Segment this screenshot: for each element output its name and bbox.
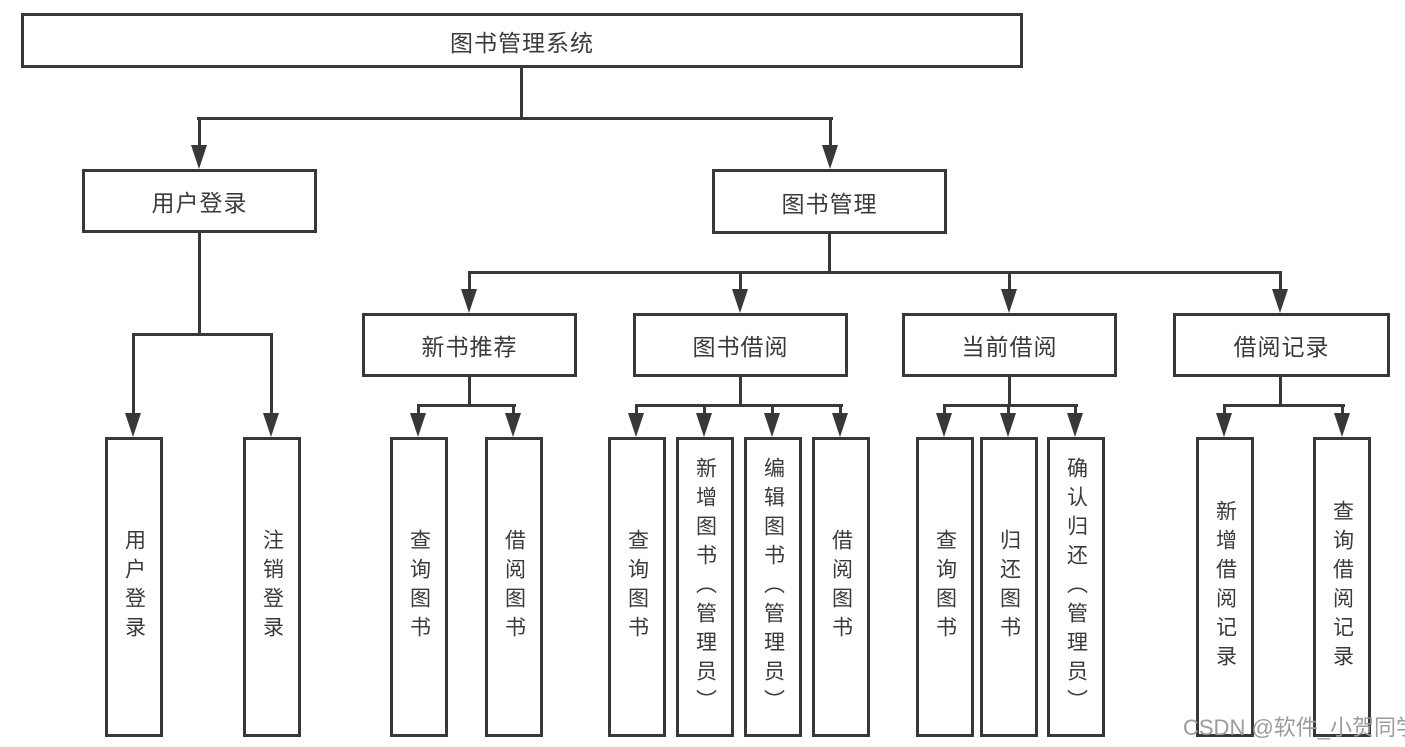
node-root: 图书管理系统 — [21, 13, 1023, 68]
leaf-query-borrow-record: 查询借阅记录 — [1313, 437, 1371, 737]
node-new-book-recommendation: 新书推荐 — [362, 313, 577, 377]
connector-stem — [635, 407, 638, 415]
connector-vline — [739, 377, 742, 407]
connector-stem — [417, 407, 420, 415]
arrow-down-icon — [628, 413, 644, 437]
leaf-user-login: 用户登录 — [105, 437, 163, 737]
leaf-add-borrow-record: 新增借阅记录 — [1196, 437, 1254, 737]
connector-stem — [1279, 274, 1282, 291]
arrow-down-icon — [505, 413, 521, 437]
leaf-query-books-recommend: 查询图书 — [390, 437, 448, 737]
node-book-borrowing: 图书借阅 — [633, 313, 848, 377]
connector-hline — [132, 333, 273, 336]
connector-vline — [520, 68, 523, 119]
arrow-down-icon — [410, 413, 426, 437]
node-book-management: 图书管理 — [712, 169, 947, 234]
connector-hline — [417, 404, 516, 407]
arrow-down-icon — [732, 289, 748, 313]
connector-hline — [943, 404, 1078, 407]
connector-stem — [703, 407, 706, 415]
connector-stem — [739, 274, 742, 291]
arrow-down-icon — [832, 413, 848, 437]
leaf-borrow-books-recommend-label: 借阅图书 — [502, 529, 526, 645]
connector-hline — [468, 271, 1282, 274]
arrow-down-icon — [1000, 413, 1016, 437]
connector-stem — [1074, 407, 1077, 415]
node-user-login: 用户登录 — [82, 169, 317, 233]
arrow-down-icon — [1334, 413, 1350, 437]
arrow-down-icon — [764, 413, 780, 437]
arrow-down-icon — [1001, 289, 1017, 313]
arrow-down-icon — [1216, 413, 1232, 437]
connector-vline — [468, 377, 471, 407]
arrow-down-icon — [1067, 413, 1083, 437]
leaf-edit-book-admin: 编辑图书（管理员） — [744, 437, 802, 737]
leaf-add-borrow-record-label: 新增借阅记录 — [1213, 500, 1237, 674]
connector-stem — [512, 407, 515, 415]
leaf-query-books-current: 查询图书 — [916, 437, 974, 737]
node-current-borrowing-label: 当前借阅 — [961, 334, 1058, 360]
arrow-down-icon — [1272, 289, 1288, 313]
leaf-user-login-label: 用户登录 — [122, 529, 146, 645]
node-user-login-label: 用户登录 — [151, 190, 248, 216]
leaf-borrow-books-label: 借阅图书 — [829, 529, 853, 645]
arrow-down-icon — [822, 145, 838, 169]
node-book-management-label: 图书管理 — [781, 190, 878, 217]
connector-hline — [1223, 404, 1345, 407]
leaf-logout: 注销登录 — [243, 437, 301, 737]
connector-stem — [1223, 407, 1226, 415]
arrow-down-icon — [461, 289, 477, 313]
connector-stem — [1007, 407, 1010, 415]
leaf-confirm-return-admin-label: 确认归还（管理员） — [1064, 456, 1088, 718]
connector-hline — [197, 117, 833, 120]
arrow-down-icon — [936, 413, 952, 437]
connector-stem — [1341, 407, 1344, 415]
arrow-down-icon — [191, 145, 207, 169]
connector-vline — [198, 233, 201, 336]
node-borrowing-records: 借阅记录 — [1173, 313, 1390, 377]
connector-stem — [270, 336, 273, 415]
leaf-query-books-borrow: 查询图书 — [608, 437, 666, 737]
watermark: CSDN @软件_小贺同学 — [1183, 715, 1405, 740]
connector-stem — [132, 336, 135, 415]
connector-stem — [839, 407, 842, 415]
leaf-borrow-books-recommend: 借阅图书 — [485, 437, 543, 737]
connector-stem — [829, 120, 832, 146]
leaf-return-books-label: 归还图书 — [997, 529, 1021, 645]
connector-vline — [1008, 376, 1011, 407]
leaf-logout-label: 注销登录 — [260, 529, 284, 645]
node-current-borrowing: 当前借阅 — [902, 313, 1117, 377]
connector-stem — [198, 120, 201, 146]
leaf-add-book-admin: 新增图书（管理员） — [676, 437, 734, 737]
connector-stem — [771, 407, 774, 415]
connector-stem — [1008, 274, 1011, 291]
leaf-confirm-return-admin: 确认归还（管理员） — [1047, 437, 1105, 737]
arrow-down-icon — [696, 413, 712, 437]
arrow-down-icon — [125, 413, 141, 437]
leaf-return-books: 归还图书 — [980, 437, 1038, 737]
leaf-query-books-borrow-label: 查询图书 — [625, 529, 649, 645]
leaf-add-book-admin-label: 新增图书（管理员） — [693, 456, 717, 718]
node-book-borrowing-label: 图书借阅 — [692, 334, 789, 360]
node-root-label: 图书管理系统 — [450, 29, 594, 56]
leaf-query-books-recommend-label: 查询图书 — [407, 529, 431, 645]
connector-stem — [943, 407, 946, 415]
connector-vline — [1279, 376, 1282, 407]
leaf-query-books-current-label: 查询图书 — [933, 529, 957, 645]
leaf-borrow-books: 借阅图书 — [812, 437, 870, 737]
connector-stem — [468, 274, 471, 291]
node-borrowing-records-label: 借阅记录 — [1233, 334, 1330, 360]
leaf-edit-book-admin-label: 编辑图书（管理员） — [761, 456, 785, 718]
connector-vline — [828, 234, 831, 273]
leaf-query-borrow-record-label: 查询借阅记录 — [1330, 500, 1354, 674]
arrow-down-icon — [263, 413, 279, 437]
node-new-book-recommendation-label: 新书推荐 — [421, 334, 518, 360]
connector-hline — [635, 404, 843, 407]
